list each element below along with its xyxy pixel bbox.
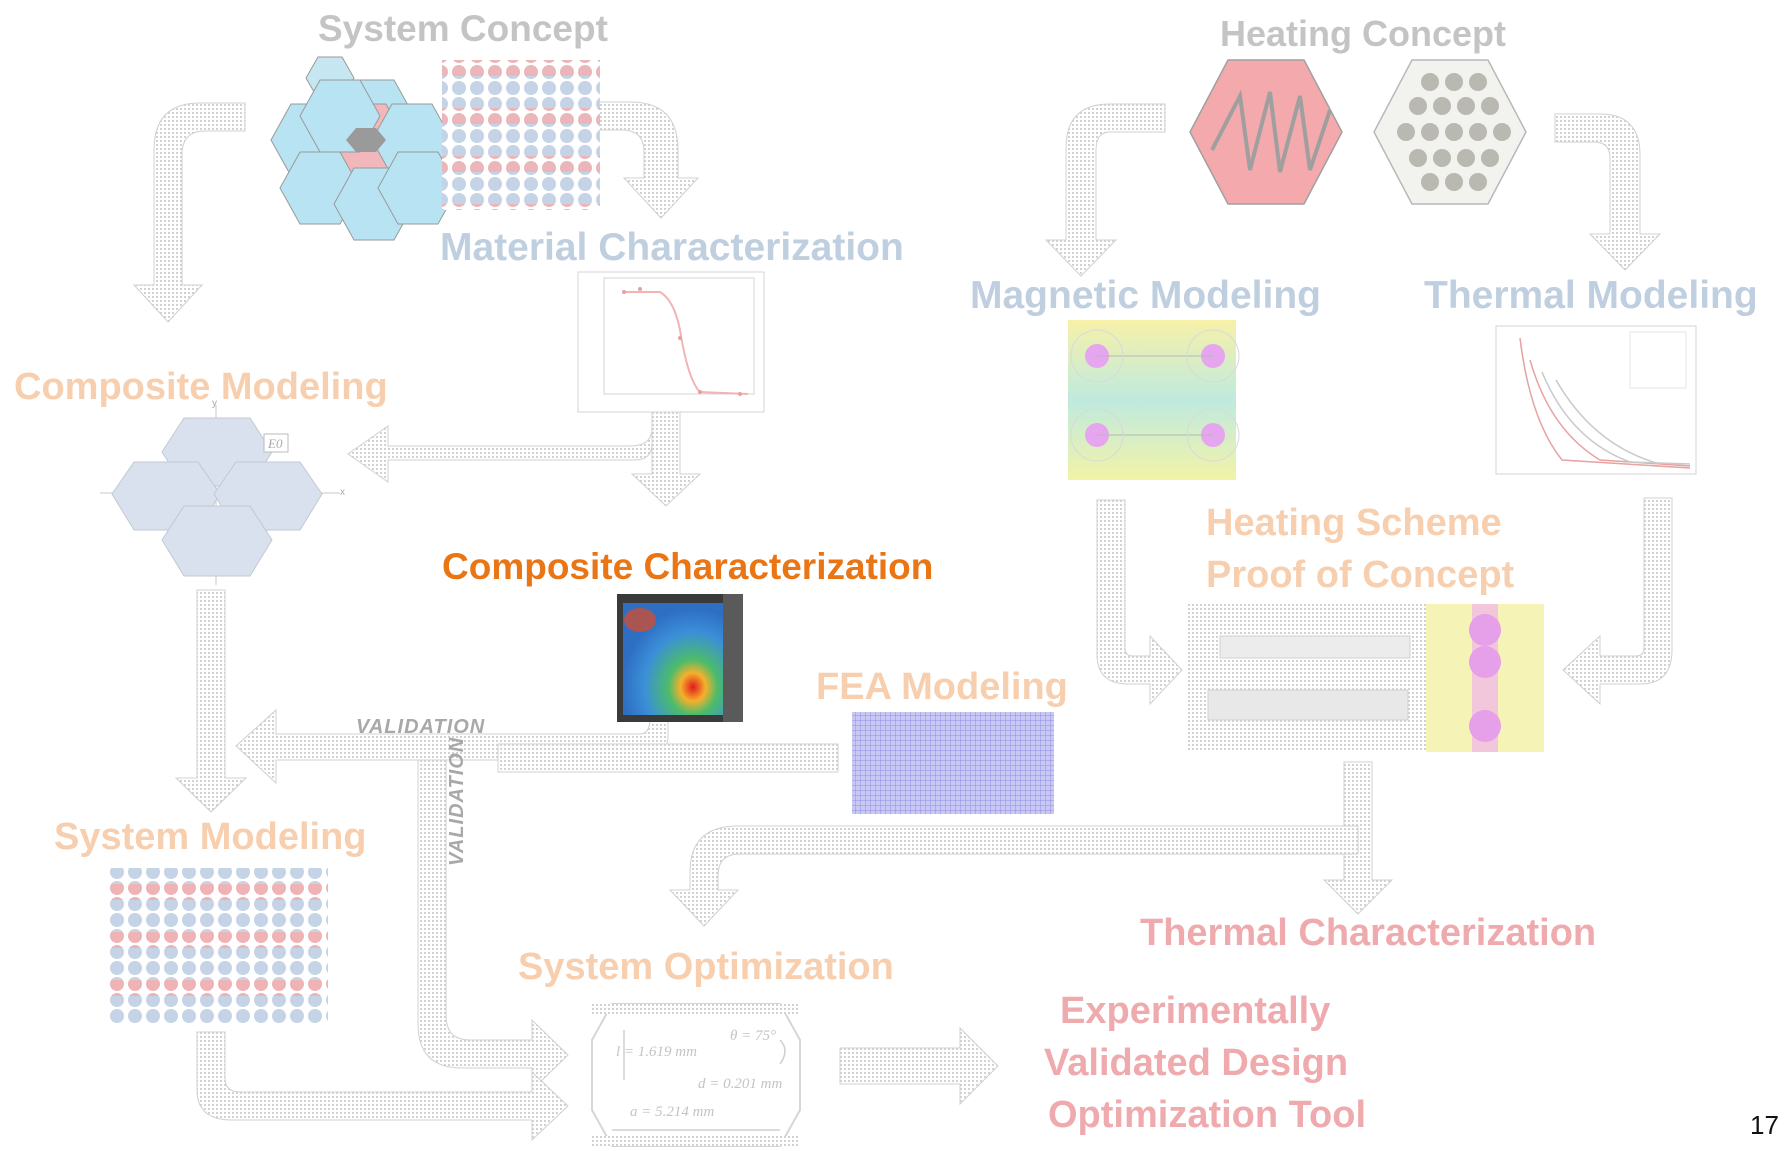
arrow-magnetic-to-heating-scheme [1096, 499, 1183, 706]
arrows [132, 101, 1673, 1142]
arrow-heating-to-magnetic [1044, 103, 1166, 277]
arrow-heating-to-optimization [668, 825, 1359, 927]
proof-of-concept-label: Proof of Concept [1206, 554, 1515, 596]
composite-e0-label: E0 [268, 436, 283, 451]
system-optimization-unit-cell-sketch [591, 1003, 801, 1147]
arrow-optimization-to-result [839, 1026, 999, 1106]
coil-icon [1210, 89, 1332, 173]
param-l: l = 1.619 mm [616, 1044, 697, 1060]
arrow-thermal-to-heating-scheme [1562, 497, 1673, 706]
validation-label-horizontal: VALIDATION [356, 716, 486, 738]
composite-modeling-hex-unit-cell [100, 405, 340, 585]
composite-characterization-heatmap[interactable] [617, 594, 743, 722]
arrow-validation-down [417, 759, 569, 1092]
page-number: 17 [1750, 1110, 1779, 1140]
composite-characterization-label[interactable]: Composite Characterization [442, 546, 934, 587]
system-concept-hex-cluster [270, 56, 459, 241]
result-label-line2: Validated Design [1044, 1042, 1349, 1084]
hex-cell [377, 151, 459, 225]
param-theta: θ = 75° [730, 1028, 776, 1044]
heating-concept-label: Heating Concept [1220, 13, 1507, 54]
heating-scheme-proof-image [1186, 604, 1544, 752]
composite-x-axis-label: x [340, 487, 345, 498]
system-concept-label: System Concept [318, 8, 608, 49]
system-concept-pattern [442, 60, 600, 210]
arrow-composite-to-system [174, 589, 248, 813]
material-characterization-plot [577, 271, 765, 413]
thermal-modeling-label: Thermal Modeling [1424, 274, 1758, 317]
material-characterization-label: Material Characterization [440, 226, 904, 269]
thermal-modeling-plot [1495, 325, 1697, 475]
validation-label-vertical: VALIDATION [446, 736, 468, 866]
fea-modeling-label: FEA Modeling [816, 666, 1068, 708]
system-optimization-label: System Optimization [518, 946, 894, 988]
composite-modeling-label: Composite Modeling [14, 366, 388, 408]
system-modeling-label: System Modeling [54, 816, 367, 858]
arrow-fea-to-validation [497, 743, 839, 773]
magnetic-modeling-field-map [1068, 320, 1240, 480]
heating-concept-coil-hex [1189, 59, 1343, 205]
result-label-line1: Experimentally [1060, 990, 1331, 1032]
param-d: d = 0.201 mm [698, 1076, 783, 1092]
arrow-system-to-optimization [196, 1031, 569, 1142]
arrow-material-to-composite-modeling [347, 400, 653, 483]
arrow-concept-to-composite-modeling [132, 102, 246, 323]
fea-modeling-mesh [852, 712, 1054, 814]
hex-center-core [346, 128, 386, 152]
arrow-heating-to-thermal [1554, 113, 1662, 271]
arrow-concept-to-material [594, 101, 700, 219]
particle-dots [1397, 73, 1511, 191]
composite-y-axis-label: y [212, 398, 217, 409]
system-concept-pink-rows [442, 60, 600, 210]
magnetic-modeling-label: Magnetic Modeling [970, 274, 1321, 317]
thermal-characterization-label: Thermal Characterization [1140, 912, 1597, 954]
param-a: a = 5.214 mm [630, 1104, 715, 1120]
system-modeling-pattern [106, 868, 328, 1024]
result-label-line3: Optimization Tool [1048, 1094, 1367, 1136]
heating-scheme-label: Heating Scheme [1206, 502, 1502, 544]
